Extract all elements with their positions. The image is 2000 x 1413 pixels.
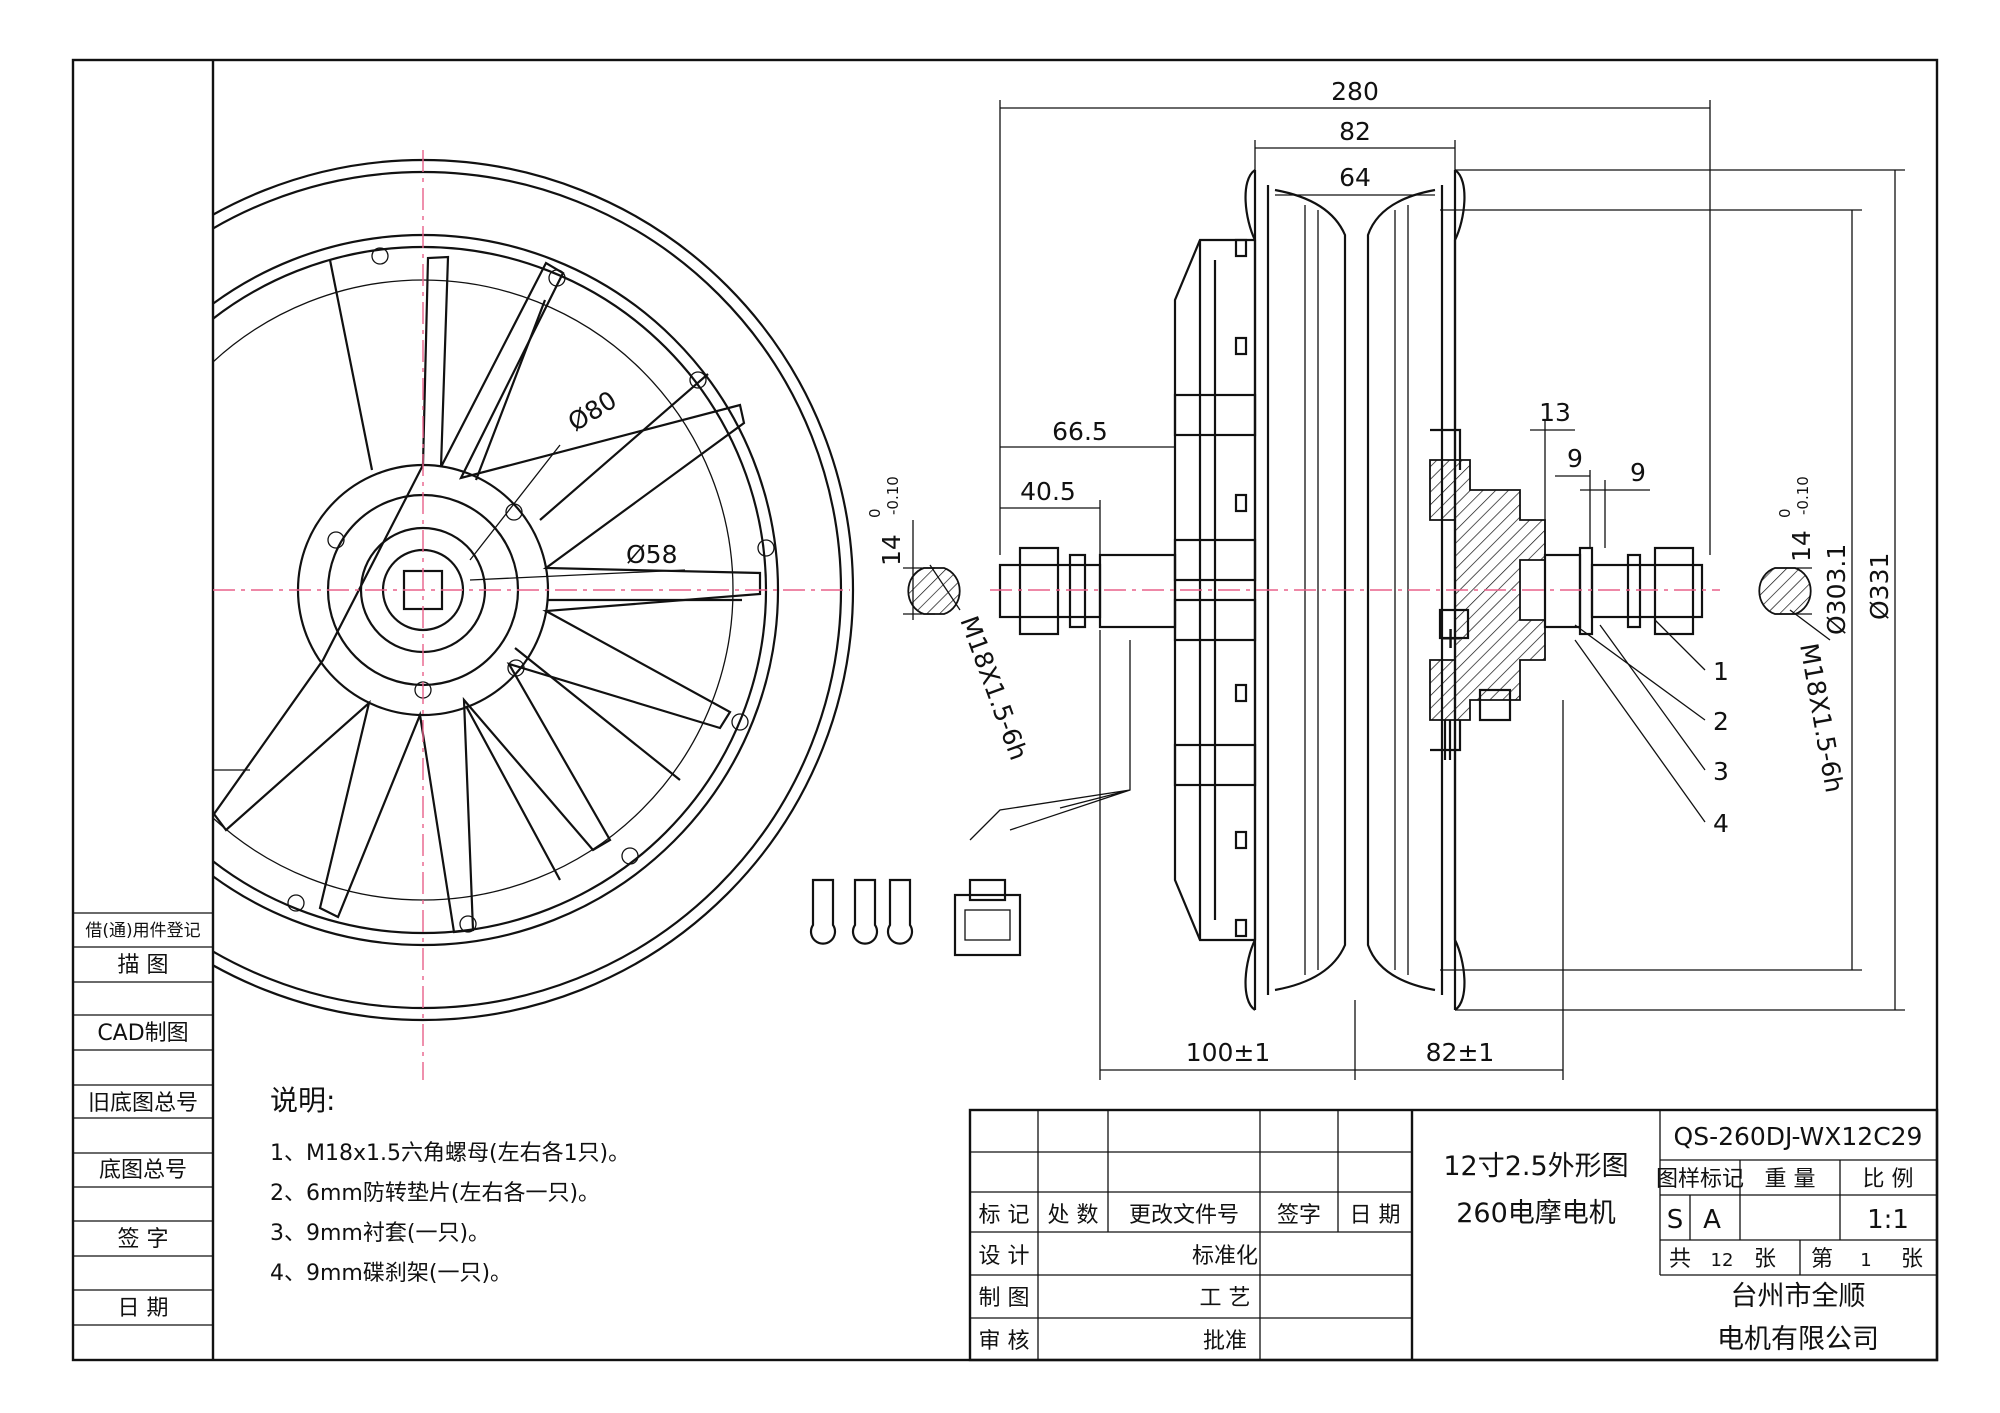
callout-4: 4 <box>1713 809 1729 838</box>
dim-9b: 9 <box>1630 458 1646 487</box>
side-label-old-no: 旧底图总号 <box>88 1091 198 1116</box>
note-3: 3、9mm衬套(一只)。 <box>270 1221 490 1246</box>
dim-flat-14-right: 14 <box>1787 530 1816 562</box>
role-standard: 标准化 <box>1192 1244 1258 1269</box>
side-label-date: 日 期 <box>118 1296 169 1321</box>
side-strip: 借(通)用件登记 描 图 CAD制图 旧底图总号 底图总号 签 字 日 期 <box>73 912 213 1326</box>
dim-64: 64 <box>1339 163 1371 192</box>
side-label-borrow: 借(通)用件登记 <box>85 921 200 941</box>
front-view: Ø80 Ø58 <box>213 150 854 1080</box>
bolt-holes <box>287 247 775 933</box>
tol-lower-left: -0.10 <box>884 476 902 515</box>
side-label-trace: 描 图 <box>118 953 169 978</box>
hdr-date: 日 期 <box>1350 1203 1401 1228</box>
weight-label: 重 量 <box>1765 1167 1816 1192</box>
company-line-2: 电机有限公司 <box>1717 1324 1879 1355</box>
sheet-no: 1 <box>1860 1250 1871 1271</box>
sheets-total-label: 共 <box>1669 1247 1691 1272</box>
dim-dia-58: Ø58 <box>626 540 678 569</box>
note-1: 1、M18x1.5六角螺母(左右各1只)。 <box>270 1141 630 1166</box>
sheet-label: 第 <box>1811 1247 1833 1272</box>
sheets-total: 12 <box>1711 1250 1734 1271</box>
dim-flat-14-left: 14 <box>877 534 906 566</box>
tol-lower-right: -0.10 <box>1794 476 1812 515</box>
dim-40-5: 40.5 <box>1020 477 1076 506</box>
hdr-mark: 标 记 <box>979 1203 1030 1228</box>
tol-upper-right: 0 <box>1776 508 1794 518</box>
dim-13: 13 <box>1539 398 1571 427</box>
role-approve: 批准 <box>1203 1329 1247 1354</box>
note-2: 2、6mm防转垫片(左右各一只)。 <box>270 1181 600 1206</box>
dim-dia-303: Ø303.1 <box>1822 544 1851 635</box>
dimension-lines <box>999 100 1905 1080</box>
tol-upper-left: 0 <box>866 508 884 518</box>
dim-9a: 9 <box>1567 444 1583 473</box>
role-process: 工 艺 <box>1200 1286 1251 1311</box>
callouts <box>1574 619 1706 823</box>
axle-section-left: 14 0 -0.10 M18X1.5-6h <box>866 476 1033 764</box>
company-line-1: 台州市全顺 <box>1731 1281 1866 1312</box>
side-label-base-no: 底图总号 <box>99 1158 187 1183</box>
notes: 说明: 1、M18x1.5六角螺母(左右各1只)。 2、6mm防转垫片(左右各一… <box>270 1084 630 1286</box>
wire-terminals <box>809 640 1131 957</box>
dim-66-5: 66.5 <box>1052 417 1108 446</box>
callout-2: 2 <box>1713 707 1729 736</box>
mark-a: A <box>1703 1205 1721 1235</box>
plus-symbol: + <box>1438 621 1463 656</box>
side-view: + <box>990 169 1720 1011</box>
hdr-count: 处 数 <box>1048 1203 1099 1228</box>
side-label-sign: 签 字 <box>118 1227 169 1252</box>
callout-3: 3 <box>1713 757 1729 786</box>
role-design: 设 计 <box>979 1244 1030 1269</box>
dim-82-bottom: 82±1 <box>1426 1038 1495 1067</box>
drawing-title-2: 260电摩电机 <box>1456 1198 1616 1229</box>
side-label-cad: CAD制图 <box>97 1021 188 1046</box>
scale-value: 1:1 <box>1867 1205 1909 1235</box>
thread-right: M18X1.5-6h <box>1794 641 1849 795</box>
role-draw: 制 图 <box>979 1286 1030 1311</box>
dim-dia-331: Ø331 <box>1865 553 1894 620</box>
dim-82: 82 <box>1339 117 1371 146</box>
sample-mark-label: 图样标记 <box>1656 1167 1744 1192</box>
note-4: 4、9mm碟刹架(一只)。 <box>270 1261 512 1286</box>
callout-1: 1 <box>1713 657 1729 686</box>
notes-title: 说明: <box>270 1084 335 1117</box>
dim-100: 100±1 <box>1186 1038 1271 1067</box>
hdr-sign: 签字 <box>1277 1203 1321 1228</box>
hdr-doc: 更改文件号 <box>1129 1203 1239 1228</box>
sheet-unit: 张 <box>1901 1247 1923 1272</box>
dim-280: 280 <box>1331 77 1379 106</box>
drawing-title-1: 12寸2.5外形图 <box>1443 1151 1628 1182</box>
dim-dia-80: Ø80 <box>563 385 622 437</box>
role-review: 审 核 <box>979 1329 1030 1354</box>
title-block: QS-260DJ-WX12C29 12寸2.5外形图 260电摩电机 标 记 处… <box>968 1108 1939 1362</box>
mark-s: S <box>1667 1205 1684 1235</box>
scale-label: 比 例 <box>1863 1167 1914 1192</box>
drawing-number: QS-260DJ-WX12C29 <box>1674 1122 1923 1151</box>
sheets-unit: 张 <box>1754 1247 1776 1272</box>
spokes <box>213 255 762 934</box>
